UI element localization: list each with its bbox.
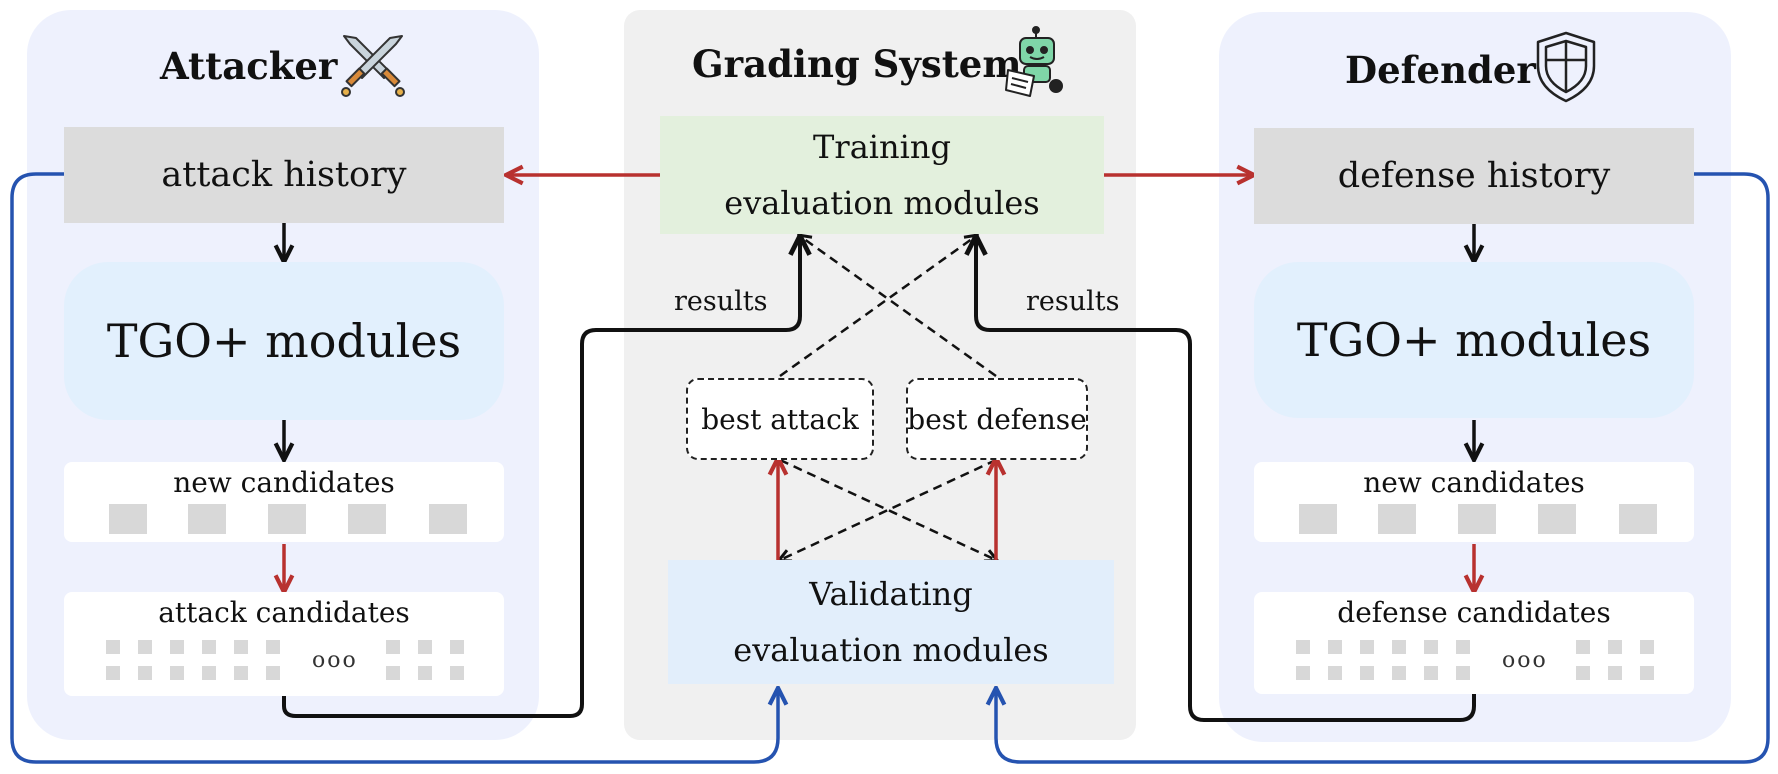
candidate-square <box>386 666 400 680</box>
candidate-square <box>138 666 152 680</box>
best-defense-to-training-dashed-arrow <box>800 236 997 378</box>
candidate-square <box>1576 666 1590 680</box>
attacker-history-to-validating-arrow <box>10 172 778 764</box>
candidate-square <box>1296 640 1310 654</box>
candidate-square <box>202 666 216 680</box>
candidate-square <box>138 640 152 654</box>
defender-title: Defender <box>1345 48 1536 92</box>
attacker-new-candidates-label: new candidates <box>173 466 395 499</box>
candidate-square <box>1640 666 1654 680</box>
crossed-swords-icon <box>341 35 405 97</box>
defense-candidates-label: defense candidates <box>1337 596 1611 629</box>
candidate-square <box>106 640 120 654</box>
candidate-square <box>418 666 432 680</box>
best-attack-box: best attack <box>686 378 874 460</box>
defense-candidates-box: defense candidates ooo <box>1254 592 1694 694</box>
candidate-square <box>1608 640 1622 654</box>
candidate-square <box>1299 504 1337 534</box>
candidate-square <box>266 666 280 680</box>
training-label-line2: evaluation modules <box>724 184 1040 222</box>
candidate-square <box>1392 666 1406 680</box>
candidate-square <box>1424 640 1438 654</box>
candidate-square <box>1424 666 1438 680</box>
ellipsis: ooo <box>312 648 358 673</box>
candidate-square <box>170 640 184 654</box>
candidate-square <box>188 504 226 534</box>
training-label-line1: Training <box>813 128 951 166</box>
validating-label-line1: Validating <box>809 575 973 613</box>
defense-candidates-to-training-results-arrow <box>976 238 1476 722</box>
shield-icon <box>1536 31 1596 103</box>
candidate-square <box>1360 640 1374 654</box>
candidate-square <box>1576 640 1590 654</box>
candidate-square <box>429 504 467 534</box>
ellipsis: ooo <box>1502 648 1548 673</box>
attacker-tgo-modules-box: TGO+ modules <box>64 262 504 420</box>
candidate-square <box>202 640 216 654</box>
candidate-square <box>1328 640 1342 654</box>
defender-history-to-validating-arrow <box>996 172 1770 764</box>
candidate-square <box>106 666 120 680</box>
candidate-square <box>234 666 248 680</box>
attacker-title: Attacker <box>160 44 338 88</box>
candidate-square <box>268 504 306 534</box>
results-label-right: results <box>1026 286 1120 317</box>
candidate-square <box>170 666 184 680</box>
candidate-square <box>1538 504 1576 534</box>
candidate-square <box>450 666 464 680</box>
best-defense-box: best defense <box>906 378 1088 460</box>
candidate-square <box>450 640 464 654</box>
attacker-new-candidates-box: new candidates <box>64 462 504 542</box>
robot-grader-icon <box>1005 26 1063 97</box>
candidate-square <box>1360 666 1374 680</box>
validating-label-line2: evaluation modules <box>733 631 1049 669</box>
best-attack-to-validating-dashed-arrow <box>779 458 996 560</box>
candidate-square <box>1296 666 1310 680</box>
results-label-left: results <box>674 286 768 317</box>
attack-candidates-label: attack candidates <box>158 596 410 629</box>
candidate-square <box>1458 504 1496 534</box>
candidate-square <box>1640 640 1654 654</box>
grading-system-title: Grading System <box>692 42 1022 86</box>
defender-new-candidates-label: new candidates <box>1363 466 1585 499</box>
attack-candidates-to-training-results-arrow <box>282 238 800 718</box>
attack-candidates-box: attack candidates ooo <box>64 592 504 696</box>
training-evaluation-modules-box: Training evaluation modules <box>660 116 1104 234</box>
candidate-square <box>1392 640 1406 654</box>
best-defense-to-validating-dashed-arrow <box>780 458 997 560</box>
candidate-square <box>266 640 280 654</box>
candidate-square <box>348 504 386 534</box>
candidate-square <box>418 640 432 654</box>
candidate-square <box>1608 666 1622 680</box>
defender-tgo-modules-box: TGO+ modules <box>1254 262 1694 418</box>
candidate-square <box>1378 504 1416 534</box>
best-attack-to-training-dashed-arrow <box>779 236 976 378</box>
candidate-square <box>386 640 400 654</box>
attack-history-box: attack history <box>64 127 504 223</box>
candidate-square <box>1456 640 1470 654</box>
candidate-square <box>1456 666 1470 680</box>
candidate-square <box>109 504 147 534</box>
candidate-square <box>1619 504 1657 534</box>
candidate-square <box>1328 666 1342 680</box>
defender-new-candidates-box: new candidates <box>1254 462 1694 542</box>
validating-evaluation-modules-box: Validating evaluation modules <box>668 560 1114 684</box>
defense-history-box: defense history <box>1254 128 1694 224</box>
candidate-square <box>234 640 248 654</box>
